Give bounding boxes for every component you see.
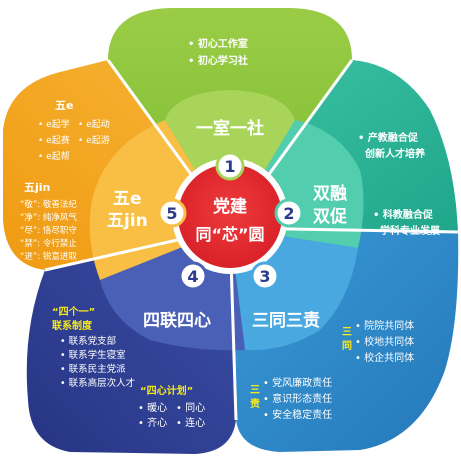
sector-3-group2-label-2: 责 [250,397,260,410]
sector-5-group1-item-4: • e起游 [78,134,110,146]
sector-2-item-4: 学科专业发展 [380,224,440,237]
sector-5-group2-item-3: “尽”: 恪尽职守 [20,225,77,236]
sector-5-group1-item-3: • e起赛 [38,134,70,146]
sector-2-item-1: • 产教融合促 [358,131,419,144]
sector-2-item-2: 创新人才培养 [364,147,426,160]
sector-5-group2-item-1: “敬”: 敬善法纪 [20,199,77,210]
sector-4-group2-item-2: • 同心 [176,402,205,414]
center-line2: 同“芯”圆 [195,225,264,244]
sector-4-group1-label-line1: “四个一” [52,305,95,318]
sector-5-group2-item-2: “净”: 纯净风气 [20,212,77,223]
sector-4-group1-item-1: • 联系党支部 [60,335,116,347]
center-line1: 党建 [213,196,247,217]
sector-3-group2-item-1: • 党风廉政责任 [263,376,332,389]
badge-5-number: 5 [166,204,177,223]
badge-3: 3 [250,261,280,291]
sector-4-group1-item-2: • 联系学生寝室 [60,349,126,361]
sector-3-group1-label-2: 同 [342,340,352,352]
sector-4-group1-item-4: • 联系高层次人才 [60,377,135,389]
badge-4: 4 [178,261,208,291]
sector-5-group1-item-1: • e起学 [38,118,70,130]
sector-3-group1-item-1: • 院院共同体 [355,319,414,332]
sector-1-item-1: • 初心工作室 [188,37,248,50]
sector-1-item-2: • 初心学习社 [188,54,248,67]
sector-5-group2-label: 五jin [24,181,50,194]
sector-5-title-line1: 五e [113,189,142,209]
badge-2-number: 2 [283,204,294,223]
sector-3-group1-label-1: 三 [342,326,352,338]
sector-5-group1-item-5: • e起帮 [38,150,70,162]
sector-3-group2-item-3: • 安全稳定责任 [263,408,332,421]
sector-4-group1-item-3: • 联系民主党派 [60,363,126,375]
badge-1: 1 [215,151,245,181]
sector-3-group1-item-3: • 校企共同体 [355,351,414,364]
sector-2-title-line2: 双促 [313,206,347,227]
sector-1-title: 一室一社 [196,118,264,139]
sector-5-group2-item-4: “禁”: 令行禁止 [20,238,77,249]
sector-3-title: 三同三责 [252,311,320,331]
badge-1-number: 1 [224,157,235,176]
sector-4-group2-label: “四心计划” [140,384,193,397]
center-circle [178,164,282,268]
sector-3-group1-item-2: • 校地共同体 [355,335,414,348]
sector-5-group1-item-2: • e起动 [78,119,110,130]
sector-3-group2-label-1: 三 [250,384,260,396]
sector-5-title-line2: 五jin [107,211,148,231]
sector-3-group2-item-2: • 意识形态责任 [263,392,332,405]
sector-4-group2-item-3: • 齐心 [138,416,167,429]
sector-4-group2-item-4: • 连心 [176,416,205,429]
sector-2-item-3: • 科教融合促 [373,208,434,221]
badge-4-number: 4 [187,267,198,286]
badge-5: 5 [157,198,187,228]
sector-5-group1-label: 五e [55,99,73,112]
badge-3-number: 3 [259,267,270,286]
sector-5-group2-item-5: “进”: 锐意进取 [20,251,77,262]
badge-2: 2 [274,198,304,228]
sector-2-title-line1: 双融 [313,184,347,204]
sector-4-group2-item-1: • 暖心 [138,401,167,414]
sector-4-title: 四联四心 [143,311,211,331]
sector-4-group1-label-line2: 联系制度 [52,319,93,332]
